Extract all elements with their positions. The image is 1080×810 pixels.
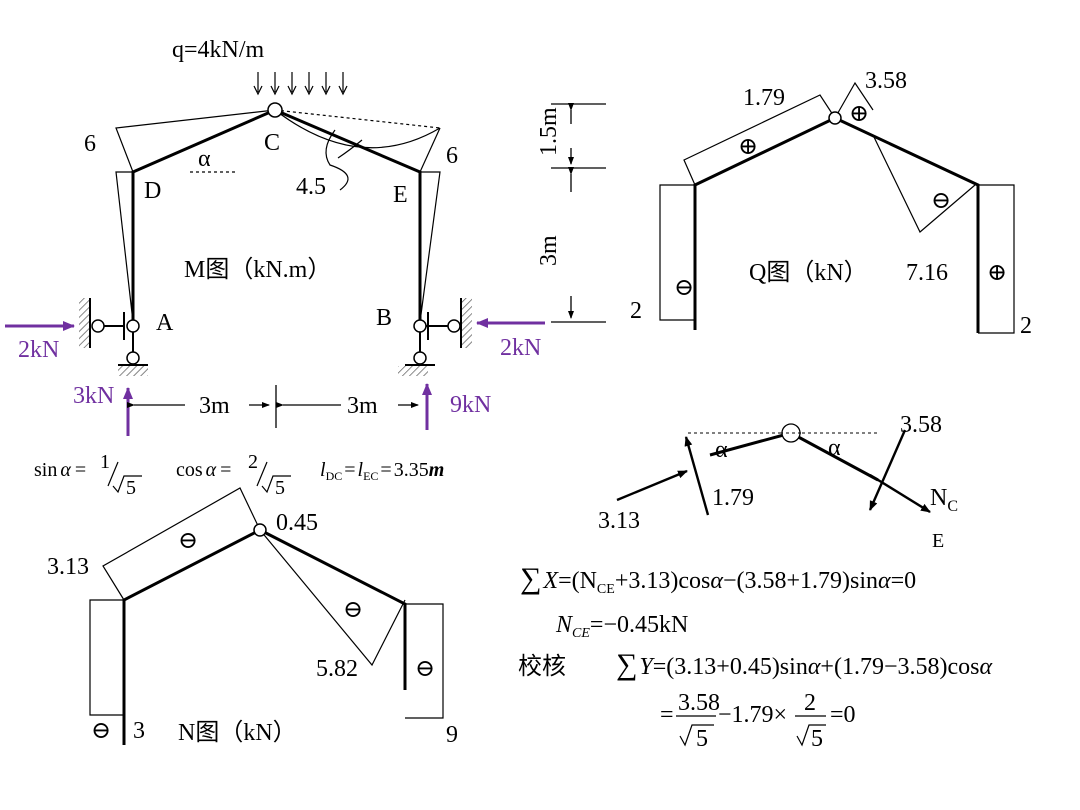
fbd-nce-label: NC — [930, 485, 958, 515]
eq4-num2: 2 — [804, 690, 816, 716]
fbd-force-left-mid: 1.79 — [712, 485, 754, 511]
sin-numerator: 1 — [100, 451, 110, 473]
shear-sign-beam-right-top: ⊕ — [849, 101, 869, 127]
dim-right-span: 3m — [347, 393, 378, 419]
equation-sum-y: ∑Y=(3.13+0.45)sinα+(1.79−3.58)cosα — [616, 648, 992, 681]
joint-label-c: C — [264, 130, 280, 156]
dim-column-height: 3m — [536, 235, 562, 266]
shear-value-beam-left: 1.79 — [743, 85, 785, 111]
shear-sign-col-left: ⊖ — [674, 275, 694, 301]
axial-outline — [89, 487, 444, 719]
reaction-right-vertical: 9kN — [450, 392, 491, 418]
shear-value-beam-right-top: 3.58 — [865, 68, 907, 94]
axial-value-beam-right: 5.82 — [316, 656, 358, 682]
joint-label-d: D — [144, 178, 161, 204]
eq4-minus: −1.79× — [718, 702, 787, 728]
vertical-dimension — [551, 103, 606, 323]
length-text: lDC=lEC=3.35m — [320, 459, 444, 483]
hinge-icon-axial — [253, 523, 267, 537]
sin-denominator: 5 — [126, 477, 136, 499]
shear-diagram: ⊖ ⊕ ⊕ ⊖ ⊕ 1.79 3.58 Q图（kN） 7.16 2 2 — [630, 68, 1032, 339]
eq4-equals: = — [660, 702, 674, 728]
left-support — [79, 298, 148, 376]
equations: ∑X=(NCE+3.13)cosα−(3.58+1.79)sinα=0 NCE=… — [518, 562, 992, 752]
axial-title: N图（kN） — [178, 720, 297, 746]
horizontal-dimension — [127, 385, 419, 428]
moment-value-midspan: 4.5 — [296, 174, 326, 200]
hinge-c-fbd-icon — [781, 423, 801, 443]
shear-members — [693, 116, 980, 333]
distributed-load-arrows — [253, 72, 348, 96]
free-body-diagram: α α 3.58 1.79 3.13 NC E — [598, 412, 958, 552]
moment-title: M图（kN.m） — [184, 257, 331, 283]
cos-numerator: 2 — [248, 451, 258, 473]
reaction-arrows — [5, 318, 545, 436]
axial-sign-col-right: ⊖ — [415, 656, 435, 682]
eq4-den2: 5 — [811, 726, 823, 752]
axial-sign-beam-left: ⊖ — [178, 528, 198, 554]
reaction-right-horizontal: 2kN — [500, 335, 541, 361]
axial-sign-beam-right: ⊖ — [343, 597, 363, 623]
axial-sign-col-left: ⊖ — [91, 718, 111, 744]
fbd-force-left-in: 3.13 — [598, 508, 640, 534]
axial-value-hinge: 0.45 — [276, 510, 318, 536]
shear-outline — [659, 81, 1015, 334]
joint-label-a: A — [156, 310, 174, 336]
hinge-icon — [828, 111, 842, 125]
reaction-left-vertical: 3kN — [73, 383, 114, 409]
equation-nce-result: NCE=−0.45kN — [555, 612, 688, 641]
shear-value-col-left: 2 — [630, 298, 642, 324]
dim-left-span: 3m — [199, 393, 230, 419]
axial-value-col-left: 3 — [133, 718, 145, 744]
joint-label-b: B — [376, 305, 392, 331]
axial-members — [122, 528, 407, 745]
joint-label-e: E — [393, 182, 408, 208]
frame-members — [131, 108, 422, 322]
axial-value-beam-left: 3.13 — [47, 554, 89, 580]
moment-diagram: q=4kN/m 6 6 4.5 C D E α M图（kN.m） A B — [5, 37, 606, 436]
fbd-nce-sub: E — [932, 530, 944, 552]
shear-title: Q图（kN） — [749, 260, 868, 286]
eq4-num1: 3.58 — [678, 690, 720, 716]
shear-value-beam-right-bottom: 7.16 — [906, 260, 948, 286]
shear-sign-col-right: ⊕ — [987, 260, 1007, 286]
eq4-den1: 5 — [696, 726, 708, 752]
axial-diagram: ⊖ ⊖ ⊖ ⊖ 3.13 0.45 5.82 3 9 N图（kN） — [47, 487, 458, 748]
fbd-force-right-top: 3.58 — [900, 412, 942, 438]
cos-denominator: 5 — [275, 477, 285, 499]
shear-value-col-right: 2 — [1020, 313, 1032, 339]
right-support — [398, 298, 472, 376]
fbd-forces — [616, 429, 931, 516]
alpha-label: α — [198, 146, 211, 172]
dim-top-height: 1.5m — [536, 107, 562, 156]
eq4-end: =0 — [830, 702, 856, 728]
moment-outline — [115, 109, 441, 323]
equation-sum-x: ∑X=(NCE+3.13)cosα−(3.58+1.79)sinα=0 — [520, 562, 916, 597]
shear-sign-beam-left: ⊕ — [738, 134, 758, 160]
reaction-left-horizontal: 2kN — [18, 337, 59, 363]
shear-sign-beam-right-bottom: ⊖ — [931, 188, 951, 214]
moment-value-left: 6 — [84, 131, 96, 157]
axial-value-col-right: 9 — [446, 722, 458, 748]
fbd-alpha-right: α — [828, 435, 841, 461]
fbd-alpha-left: α — [715, 437, 728, 463]
check-label: 校核 — [518, 653, 566, 680]
hinge-c-icon — [267, 102, 283, 118]
load-label: q=4kN/m — [172, 37, 265, 63]
moment-value-right: 6 — [446, 143, 458, 169]
